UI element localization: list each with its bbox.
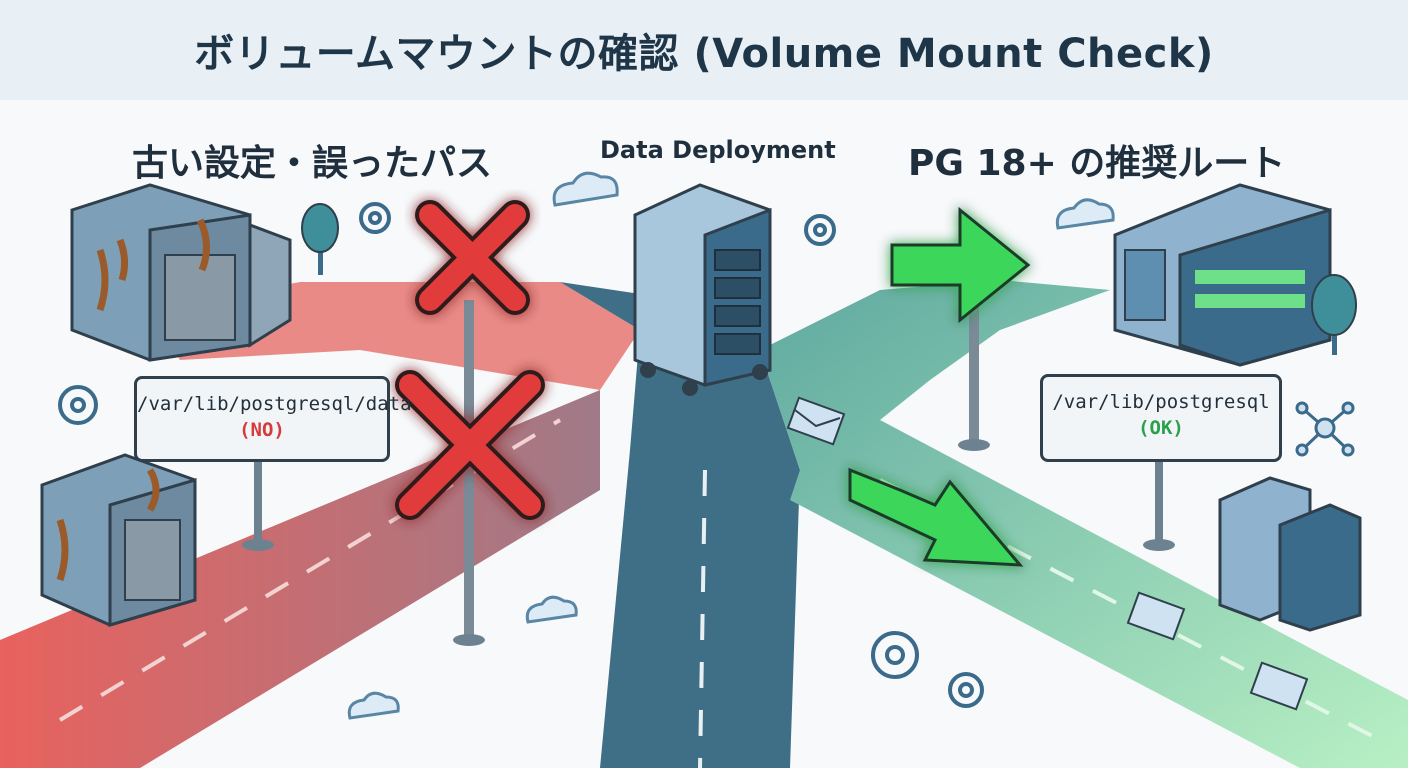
sign-posts xyxy=(242,300,1175,646)
cloud-icon xyxy=(1055,198,1115,230)
arrow-right-icon xyxy=(890,206,1031,324)
cross-mark-icon xyxy=(395,370,545,520)
wrong-path-status: (NO) xyxy=(239,419,285,441)
old-building-bottom xyxy=(40,453,197,628)
tree-icon xyxy=(301,203,339,275)
arrow-right-icon xyxy=(848,467,1024,567)
gear-icon xyxy=(58,385,98,425)
wrong-route-label: 古い設定・誤ったパス xyxy=(132,143,493,184)
cloud-icon xyxy=(552,171,619,207)
cloud-icon xyxy=(525,595,578,624)
recommended-route-road xyxy=(760,280,1408,768)
page-title: ボリュームマウントの確認 (Volume Mount Check) xyxy=(194,31,1214,77)
cross-mark-icon xyxy=(415,200,530,315)
recommended-route-label: PG 18+ の推奨ルート xyxy=(908,143,1286,184)
envelope-icon xyxy=(786,396,846,446)
gear-icon xyxy=(871,631,919,679)
envelope-icon xyxy=(1249,661,1309,711)
wrong-path-sign: /var/lib/postgresql/data (NO) xyxy=(134,376,412,462)
road-dash-center xyxy=(698,469,707,768)
old-building-top xyxy=(70,183,292,362)
server-cluster xyxy=(1218,476,1362,632)
title-bar: ボリュームマウントの確認 (Volume Mount Check) xyxy=(0,0,1408,100)
gear-icon xyxy=(359,202,391,234)
gear-icon xyxy=(948,672,984,708)
data-deployment-label: Data Deployment xyxy=(600,136,836,164)
envelope-icon xyxy=(1126,591,1186,641)
network-node-icon xyxy=(1295,401,1355,457)
modern-building xyxy=(1113,183,1332,367)
tree-icon xyxy=(1311,274,1357,355)
recommended-path-status: (OK) xyxy=(1138,417,1184,439)
server-rack xyxy=(633,183,772,396)
gear-icon xyxy=(804,214,836,246)
main-road xyxy=(560,282,800,768)
wrong-path-text: /var/lib/postgresql/data xyxy=(137,393,412,415)
recommended-path-text: /var/lib/postgresql xyxy=(1052,391,1270,413)
cloud-icon xyxy=(347,691,400,720)
recommended-path-sign: /var/lib/postgresql (OK) xyxy=(1040,374,1282,462)
